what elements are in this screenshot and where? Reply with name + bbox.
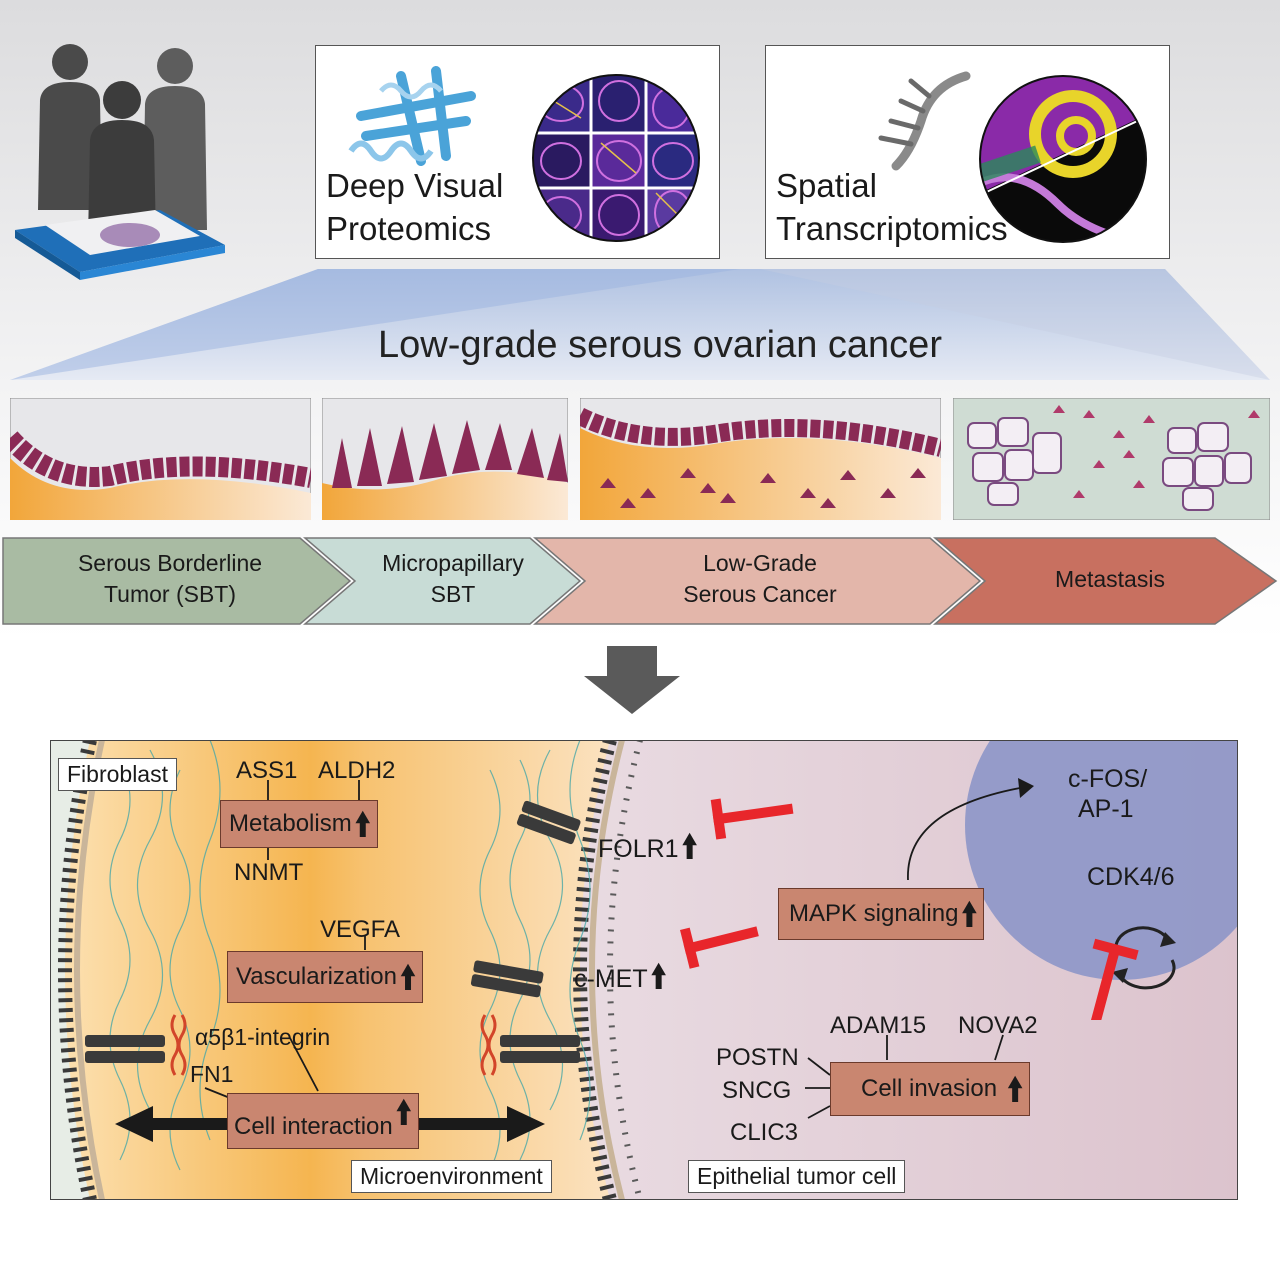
vascularization-box: Vascularization🠙	[227, 951, 424, 1003]
cfos-label-line2: AP-1	[1078, 795, 1134, 823]
gene-aldh2: ALDH2	[318, 757, 396, 784]
main-title: Low-grade serous ovarian cancer	[378, 324, 942, 366]
gene-vegfa: VEGFA	[320, 916, 401, 943]
microenvironment-label: Microenvironment	[351, 1160, 552, 1193]
down-arrow-icon	[584, 646, 680, 714]
fibroblast-label: Fibroblast	[58, 758, 177, 791]
spatial-transcriptomics-panel: Spatial Transcriptomics	[765, 45, 1170, 259]
gene-postn: POSTN	[716, 1044, 799, 1071]
vascularization-label: Vascularization	[236, 963, 397, 990]
gene-sncg: SNCG	[722, 1077, 792, 1104]
cdk-inhibitor-icon	[1090, 938, 1139, 1020]
up-arrow-icon: 🠙	[354, 806, 371, 842]
stage-label-metastasis: Metastasis	[990, 564, 1230, 595]
tissue-panel-metastasis	[953, 398, 1270, 520]
fn1-fibers-icon	[170, 1014, 497, 1076]
rna-strand-icon	[878, 71, 971, 171]
proteomics-label-line1: Deep Visual	[326, 167, 504, 204]
folr1-inhibitor-icon	[710, 798, 794, 840]
cmet-inhibitor-icon	[680, 926, 759, 969]
gene-clic3: CLIC3	[730, 1119, 799, 1146]
tissue-panel-micropapillary	[322, 398, 568, 520]
stage-label-sbt: Serous Borderline Tumor (SBT)	[20, 548, 320, 610]
integrin-right-icon	[500, 1035, 580, 1063]
cell-invasion-label: Cell invasion	[861, 1075, 998, 1102]
metabolism-label: Metabolism	[229, 810, 352, 837]
up-arrow-icon: 🠙	[1007, 1071, 1024, 1107]
gene-nova2: NOVA2	[958, 1012, 1038, 1039]
folr1-text: FOLR1	[598, 835, 679, 863]
up-arrow-icon: 🠙	[961, 896, 978, 932]
cdk46-label: CDK4/6	[1087, 863, 1175, 891]
up-arrow-icon: 🠙	[399, 959, 417, 995]
gene-ass1: ASS1	[236, 757, 298, 784]
stage-label-low-grade: Low-Grade Serous Cancer	[600, 548, 920, 610]
proteomics-label-line2: Proteomics	[326, 210, 492, 247]
up-arrow-icon: 🠙	[395, 1094, 412, 1130]
cmet-receptor-icon	[470, 960, 544, 998]
stage-low-grade-line1: Low-Grade	[703, 550, 817, 576]
stage-metastasis-line1: Metastasis	[1055, 566, 1165, 592]
tissue-panel-low-grade	[580, 398, 941, 520]
gene-adam15: ADAM15	[830, 1012, 927, 1039]
gene-connector-lines	[204, 778, 1176, 1119]
inhibitor-icons	[680, 798, 1139, 1020]
microscopy-cells-image	[532, 74, 700, 242]
up-arrow-icon: 🠙	[681, 828, 698, 864]
patients-illustration	[15, 44, 225, 280]
cmet-label: c-MET🠙	[574, 960, 667, 992]
integrin-left-icon	[85, 1035, 165, 1063]
stage-micropapillary-line2: SBT	[430, 581, 476, 608]
protein-structure-icon	[348, 66, 476, 166]
cell-interaction-label: Cell interaction	[234, 1113, 393, 1140]
mapk-box: MAPK signaling🠙	[778, 888, 985, 940]
epithelial-label: Epithelial tumor cell	[688, 1160, 906, 1193]
fn1-label: FN1	[190, 1061, 234, 1087]
tissue-slide-icon	[15, 210, 225, 280]
metabolism-box: Metabolism🠙	[220, 800, 378, 848]
cell-interaction-box: Cell interaction🠙	[227, 1093, 419, 1149]
stage-arrows	[2, 537, 1278, 625]
spatial-tissue-image	[979, 75, 1147, 243]
gene-nnmt: NNMT	[234, 859, 304, 886]
zoom-projection	[10, 269, 1270, 380]
up-arrow-icon: 🠙	[650, 958, 667, 994]
stage-sbt-line1: Serous Borderline	[77, 550, 263, 576]
stage-label-micropapillary: Micropapillary SBT	[343, 548, 563, 610]
folr1-receptor-icon	[516, 800, 581, 845]
transcriptomics-label-line2: Transcriptomics	[776, 210, 1008, 247]
mapk-label: MAPK signaling	[789, 900, 959, 927]
cfos-label-line1: c-FOS/	[1068, 765, 1148, 793]
integrin-label: α5β1-integrin	[195, 1024, 331, 1050]
stage-sbt-line2: Tumor (SBT)	[103, 581, 237, 608]
deep-visual-proteomics-panel: Deep Visual Proteomics	[315, 45, 720, 259]
stage-micropapillary-line1: Micropapillary	[382, 550, 524, 576]
transcriptomics-label-line1: Spatial	[776, 167, 877, 204]
stage-low-grade-line2: Serous Cancer	[683, 581, 837, 608]
tissue-panel-sbt	[10, 398, 311, 520]
cmet-text: c-MET	[574, 965, 648, 993]
receptor-icons	[85, 800, 581, 1076]
cell-invasion-box: Cell invasion 🠙	[830, 1062, 1031, 1116]
folr1-label: FOLR1🠙	[598, 830, 698, 862]
